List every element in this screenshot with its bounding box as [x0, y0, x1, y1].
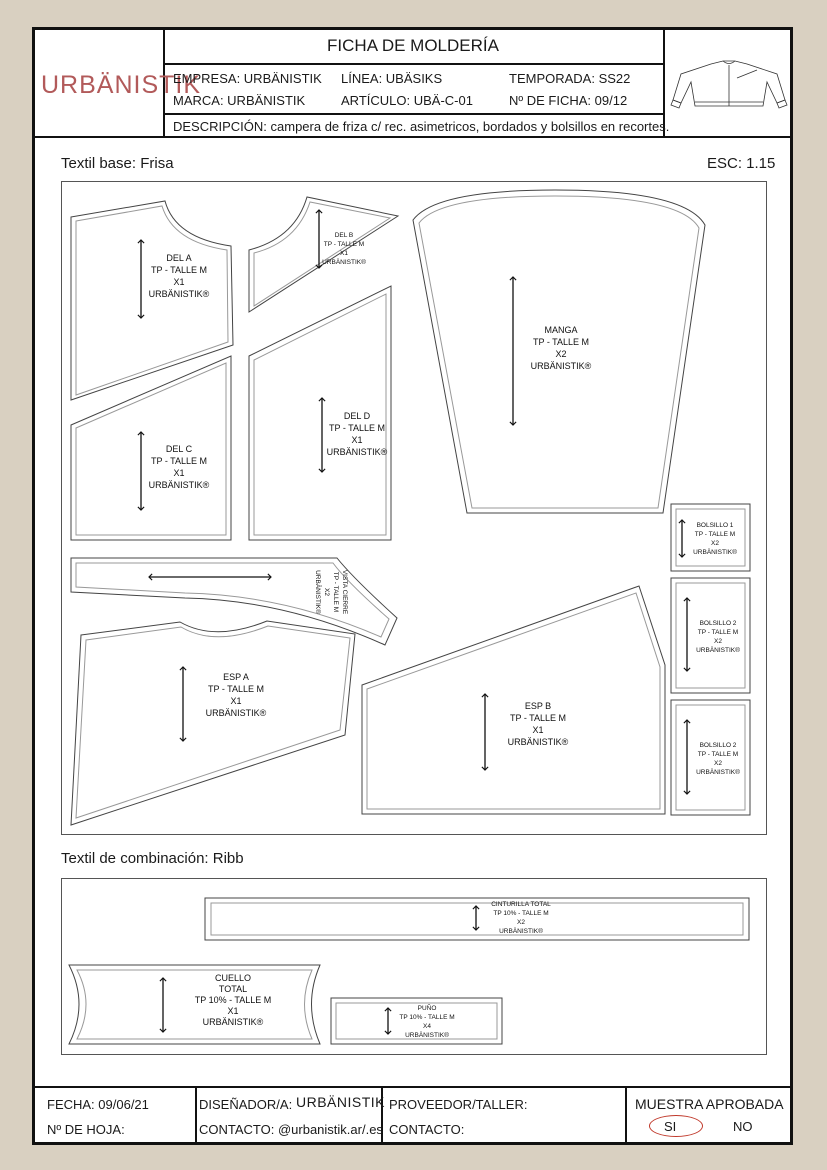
bolsillo-2a-piece	[670, 577, 751, 694]
logo: URBÄNISTIK	[41, 71, 202, 99]
cinturilla-piece	[204, 897, 750, 941]
temporada-field: TEMPORADA: SS22	[509, 71, 631, 86]
vista-cierre-label: VISTA CIERRETP - TALLE MX2URBÄNISTIK®	[314, 570, 348, 615]
jacket-sketch-icon	[670, 60, 788, 109]
muestra-aprobada-label: MUESTRA APROBADA	[635, 1096, 784, 1112]
del-b-piece	[248, 196, 400, 313]
base-textile-panel	[61, 181, 767, 835]
esp-b-piece	[361, 585, 666, 815]
pattern-sheet: URBÄNISTIK FICHA DE MOLDERÍA EMPRESA: UR…	[32, 27, 793, 1145]
del-c-piece	[70, 355, 232, 541]
contacto-disenador-field: CONTACTO: @urbanistik.ar/.es	[199, 1122, 383, 1137]
descripcion-field: DESCRIPCIÓN: campera de friza c/ rec. as…	[173, 119, 670, 134]
ficha-field: Nº DE FICHA: 09/12	[509, 93, 628, 108]
articulo-field: ARTÍCULO: UBÄ-C-01	[341, 93, 473, 108]
page-title: FICHA DE MOLDERÍA	[327, 36, 499, 55]
contacto-proveedor-field: CONTACTO:	[389, 1122, 465, 1137]
section1-label: Textil base: Frisa	[61, 155, 174, 172]
bolsillo-1-piece	[670, 503, 751, 572]
marca-field: MARCA: URBÄNISTIK	[173, 93, 306, 108]
ribb-textile-panel	[61, 878, 767, 1055]
scale-label: ESC: 1.15	[707, 155, 776, 172]
cuello-piece	[68, 964, 321, 1045]
disenador-field: DISEÑADOR/A:	[199, 1097, 293, 1112]
empresa-field: EMPRESA: URBÄNISTIK	[173, 71, 322, 86]
proveedor-field: PROVEEDOR/TALLER:	[389, 1097, 528, 1112]
si-option: SI	[664, 1119, 677, 1134]
del-d-piece	[248, 285, 392, 541]
manga-piece	[412, 189, 706, 514]
hoja-field: Nº DE HOJA:	[47, 1122, 125, 1137]
del-a-piece	[70, 200, 234, 401]
si-circle	[649, 1115, 703, 1137]
fecha-field: FECHA: 09/06/21	[47, 1097, 149, 1112]
section2-label: Textil de combinación: Ribb	[61, 850, 244, 867]
disenador-logo: URBÄNISTIK	[296, 1094, 386, 1110]
no-option: NO	[733, 1119, 753, 1134]
esp-a-piece	[70, 620, 356, 826]
linea-field: LÍNEA: UBÄSIKS	[341, 71, 443, 86]
bolsillo-2b-piece	[670, 699, 751, 816]
vista-cierre-piece	[70, 557, 398, 646]
puno-piece	[330, 997, 503, 1045]
